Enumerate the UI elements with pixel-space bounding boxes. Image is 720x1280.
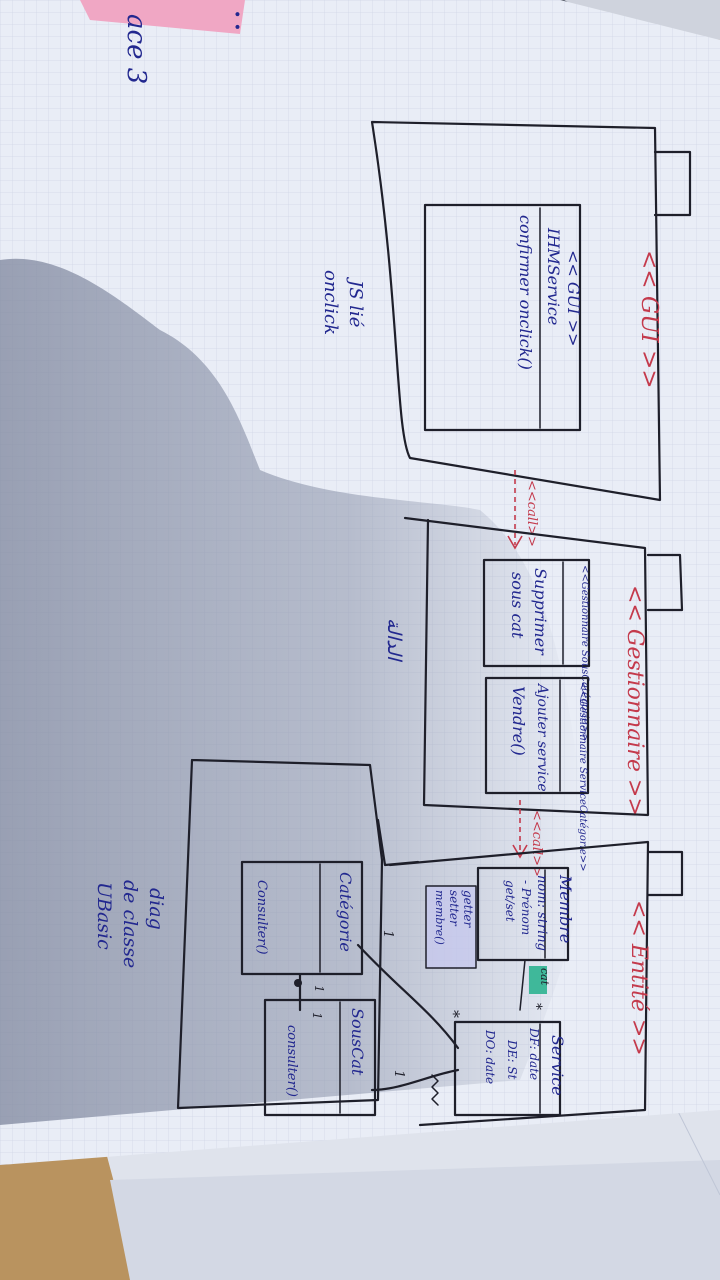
entite-title: << Entité >>	[626, 900, 651, 1056]
mult-star-2: *	[444, 1010, 463, 1018]
green-highlight	[529, 966, 547, 994]
diag-note-line-1: diag	[145, 888, 167, 930]
mult-one-3: 1	[391, 1070, 406, 1078]
svg-text:cat: cat	[538, 968, 551, 986]
mult-one-2: 1	[312, 985, 326, 993]
membre-op-3: membre()	[433, 890, 446, 945]
gest-class-a-body-2: sous cat	[508, 572, 527, 639]
membre-attr-1: nom: string	[534, 875, 549, 951]
gui-class-name: IHMService	[544, 227, 563, 325]
gestionnaire-title: << Gestionnaire >>	[622, 585, 647, 816]
service-name: Service	[548, 1035, 567, 1096]
svg-text:• •: • •	[228, 10, 244, 31]
mult-star-1: *	[528, 1003, 544, 1010]
package-entite: << Entité >> Membre nom: string - Prénom…	[176, 758, 684, 1127]
assoc-categorie-service	[356, 943, 460, 1050]
service-attr-2: DE: St	[505, 1039, 519, 1079]
service-attr-3: DO: date	[483, 1029, 497, 1084]
categorie-name: Catégorie	[336, 872, 355, 952]
call-arrow-2: <<call>>	[512, 800, 544, 877]
membre-op-1: getter	[461, 890, 475, 929]
categorie-op: Consulter()	[254, 880, 269, 955]
arabic-note: الدالة	[383, 618, 405, 663]
membre-attr-2: - Prénom	[519, 880, 533, 935]
js-note-line-2: onclick	[320, 270, 341, 335]
gest-class-a	[482, 558, 591, 668]
gui-class-box	[423, 203, 582, 432]
diag-note-line-2: de classe	[119, 880, 141, 968]
membre-class	[476, 866, 570, 962]
gest-class-b-body-2: Vendre()	[509, 686, 528, 756]
gest-class-b-body-1: Ajouter service	[534, 682, 550, 792]
membre-op-2: setter	[447, 890, 461, 927]
gui-title: << GUI >>	[636, 250, 662, 389]
js-note-line-1: JS lié	[345, 276, 366, 328]
assoc-souscat-service	[370, 1068, 460, 1092]
call-label-1: <<call>>	[524, 480, 539, 547]
mult-one-4: 1	[310, 1012, 324, 1020]
service-class	[453, 1020, 562, 1117]
gui-class-method: confirmer onclick()	[516, 215, 535, 370]
membre-name: Membre	[556, 874, 575, 943]
call-label-2: <<call>>	[529, 810, 544, 877]
gest-class-b	[484, 676, 590, 795]
gest-class-a-body-1: Supprimer	[531, 568, 550, 656]
gest-class-a-header: <<Gestionnaire SousCatégorie>>	[579, 565, 590, 741]
membre-ops-box	[425, 885, 477, 969]
service-attr-1: DF: date	[527, 1027, 541, 1080]
souscat-class	[263, 998, 377, 1117]
gest-class-b-header: <<Gestionnaire ServiceCatégorie>>	[577, 682, 588, 872]
package-gestionnaire: << Gestionnaire >> <<Gestionnaire SousCa…	[403, 516, 684, 872]
souscat-op: consulter()	[284, 1025, 299, 1097]
package-gui: << GUI >> << GUI >> IHMService confirmer…	[370, 120, 692, 502]
mult-one-1: 1	[380, 930, 395, 938]
gui-class-header: << GUI >>	[564, 250, 583, 346]
call-arrow-1: <<call>>	[507, 470, 539, 550]
souscat-name: SousCat	[348, 1008, 367, 1076]
diag-note-line-3: UBasic	[93, 882, 115, 950]
top-strip-text: ace 3	[121, 14, 151, 84]
membre-attr-3: get/set	[503, 880, 517, 922]
categorie-class	[240, 860, 364, 976]
pink-highlight	[80, 0, 245, 34]
